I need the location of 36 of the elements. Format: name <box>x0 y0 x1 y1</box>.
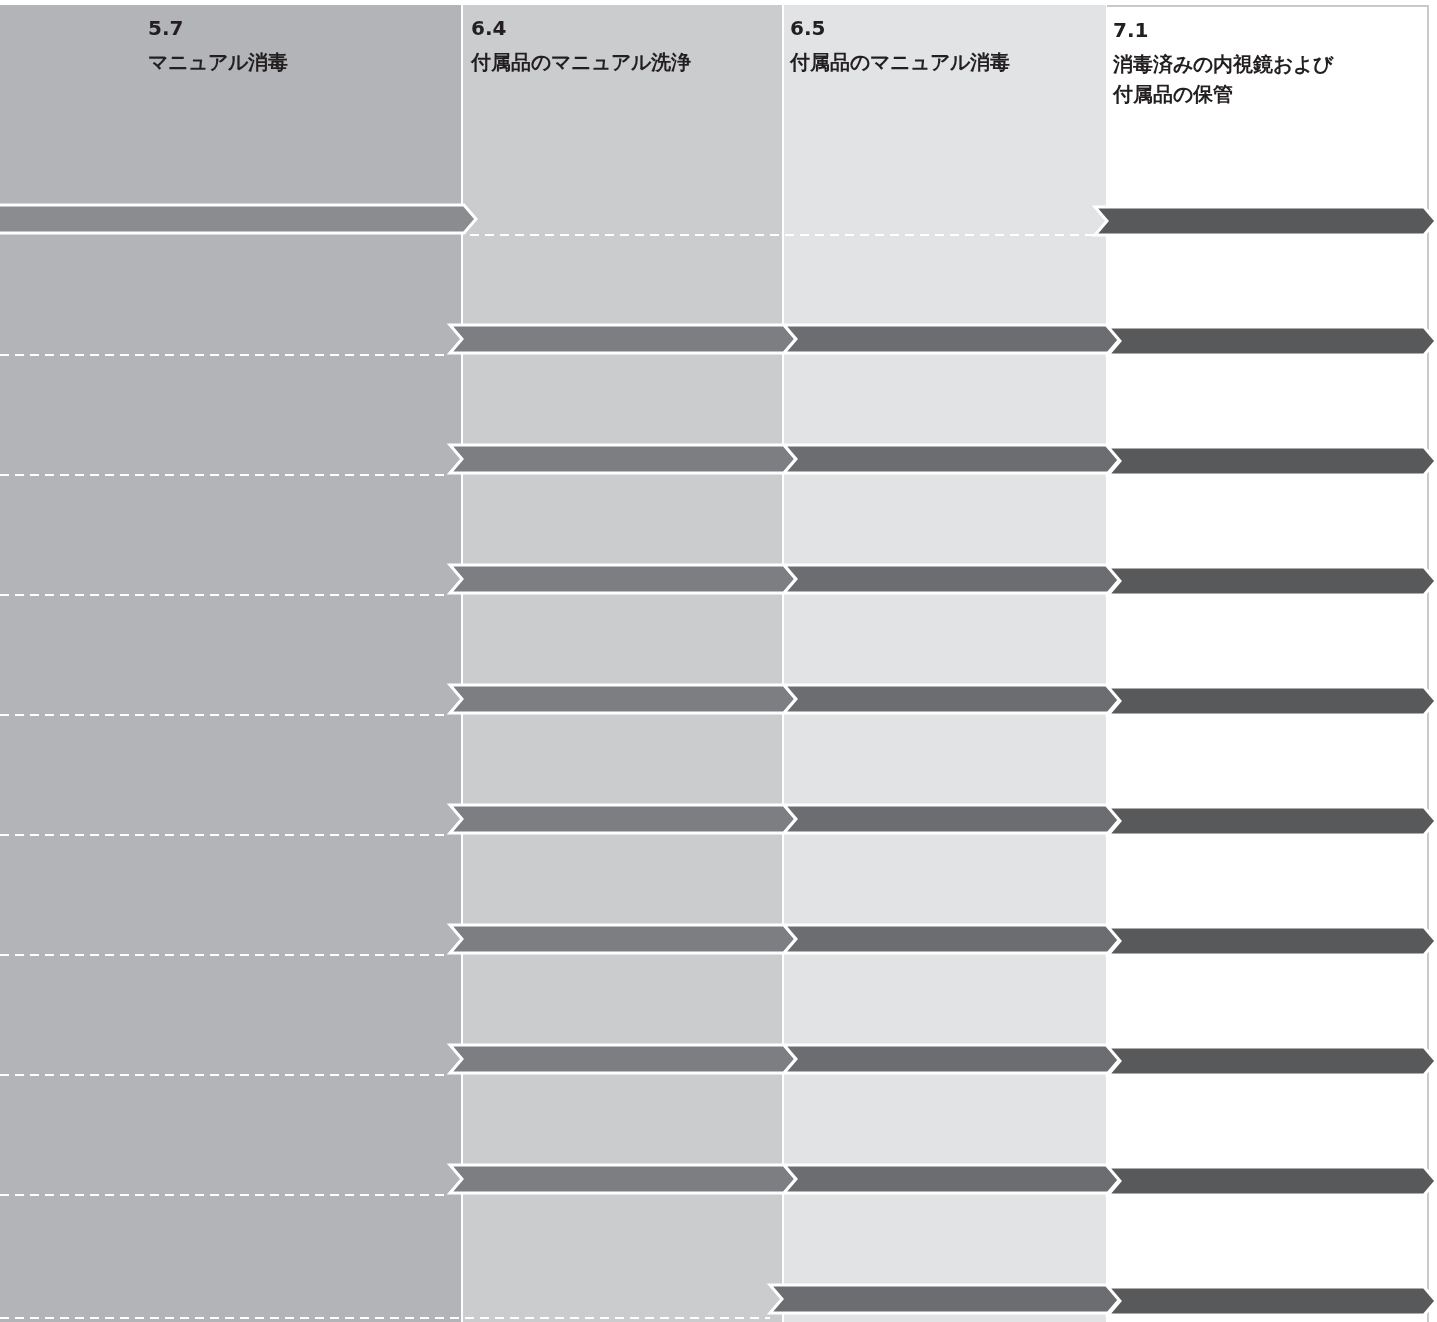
chevron-arrow <box>1108 687 1436 715</box>
section-title: 付属品のマニュアル洗浄 <box>471 49 692 76</box>
chevron-arrow <box>1108 807 1436 835</box>
section-title: 付属品のマニュアル消毒 <box>790 49 1011 76</box>
chevron-arrow <box>770 1285 1120 1313</box>
chevron-arrow <box>450 325 796 353</box>
chevron-arrow <box>1108 1287 1436 1315</box>
chevron-arrow <box>450 565 796 593</box>
chevron-arrow <box>1108 1167 1436 1195</box>
chevron-arrow <box>1095 207 1436 235</box>
chevron-arrow <box>1108 1047 1436 1075</box>
chevron-arrow <box>450 805 796 833</box>
section-number: 6.4 <box>471 15 507 42</box>
chevron-arrow <box>450 685 796 713</box>
section-number: 7.1 <box>1113 17 1149 44</box>
chevron-arrow <box>0 205 476 233</box>
chevron-arrow <box>784 565 1120 593</box>
chevron-arrow <box>784 925 1120 953</box>
chevron-arrow <box>784 1045 1120 1073</box>
chevron-arrow <box>1108 447 1436 475</box>
chevron-arrow <box>1108 567 1436 595</box>
section-title: 消毒済みの内視鏡および付属品の保管 <box>1113 51 1335 108</box>
chevron-arrow <box>1108 927 1436 955</box>
chevron-arrow <box>784 445 1120 473</box>
section-number: 6.5 <box>790 15 826 42</box>
chevron-arrow <box>784 1165 1120 1193</box>
chevron-arrow <box>784 685 1120 713</box>
chevron-arrow <box>784 325 1120 353</box>
chevron-arrow <box>450 1045 796 1073</box>
chevron-arrow <box>450 445 796 473</box>
section-title: マニュアル消毒 <box>148 49 289 76</box>
chevron-arrow <box>450 1165 796 1193</box>
chevron-arrow <box>1108 327 1436 355</box>
chevron-arrow <box>784 805 1120 833</box>
section-number: 5.7 <box>148 15 184 42</box>
chevron-arrow <box>450 925 796 953</box>
